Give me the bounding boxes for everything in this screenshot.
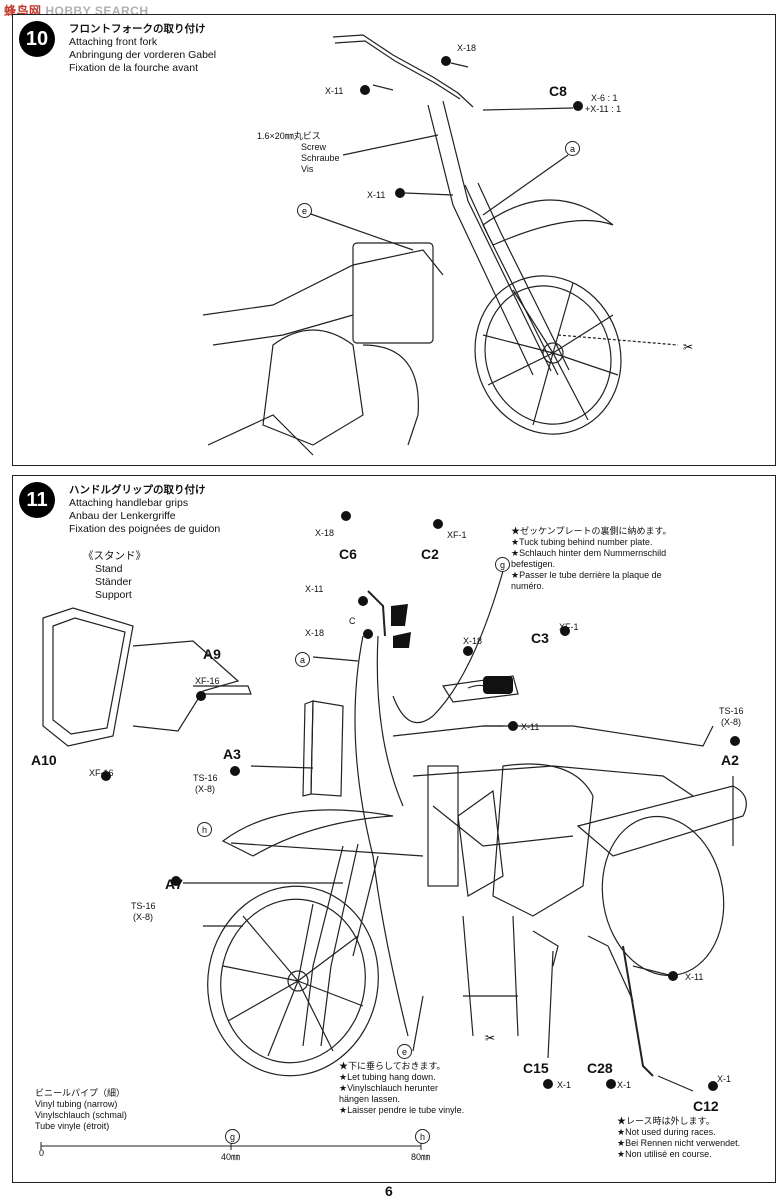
marker-g: g — [495, 557, 510, 572]
step-title: ハンドルグリップの取り付け Attaching handlebar grips … — [69, 484, 221, 535]
part-x8-label-2: (X-8) — [133, 912, 153, 922]
part-x11-label-2: X-11 — [367, 190, 386, 200]
tuck-tubing-note: ★ゼッケンプレートの裏側に納めます。 ★Tuck tubing behind n… — [511, 526, 672, 591]
part-x18-label: X-18 — [457, 43, 477, 53]
scale-marker-h: h — [415, 1129, 430, 1144]
part-a3-label: A3 — [223, 746, 241, 762]
step-10-panel: 10 フロントフォークの取り付け Attaching front fork An… — [12, 14, 776, 466]
part-c3-label: C3 — [531, 630, 549, 646]
part-x18-label-3: X-18 — [463, 636, 483, 646]
part-x11-label: X-11 — [305, 584, 324, 594]
part-a7-label: A7 — [165, 876, 183, 892]
part-c8-note-1: X-6 : 1 — [591, 93, 618, 103]
front-fork-drawing: ✂ — [202, 34, 693, 456]
hang-tubing-note: ★下に垂らしておきます。 ★Let tubing hang down. ★Vin… — [339, 1061, 465, 1115]
part-c8-note-2: +X-11 : 1 — [585, 104, 622, 114]
marker-h: h — [197, 822, 212, 837]
part-x11-label-3: X-11 — [685, 972, 704, 982]
part-c12-label: C12 — [693, 1098, 719, 1114]
stand-caption: 《スタンド》 Stand Ständer Support — [83, 550, 146, 601]
step-11-panel: 11 ハンドルグリップの取り付け Attaching handlebar gri… — [12, 475, 776, 1183]
part-x1-label: X-1 — [557, 1080, 572, 1090]
scale-h-length: 80㎜ — [411, 1152, 431, 1162]
part-c-label: C — [349, 616, 356, 626]
part-ts16-label-2: TS-16 — [131, 901, 156, 911]
vinyl-tubing-caption: ビニールパイプ（細） Vinyl tubing (narrow) Vinylsc… — [35, 1088, 127, 1131]
part-x1-label-3: X-1 — [717, 1074, 732, 1084]
scale-zero: 0 — [39, 1148, 45, 1158]
part-x11-label: X-11 — [325, 86, 344, 96]
part-x8-label: (X-8) — [195, 784, 215, 794]
marker-a: a — [565, 141, 580, 156]
race-note: ★レース時は外します。 ★Not used during races. ★Bei… — [617, 1116, 741, 1159]
marker-e: e — [297, 203, 312, 218]
svg-text:✂: ✂ — [683, 340, 693, 354]
svg-text:✂: ✂ — [485, 1031, 495, 1045]
page-number: 6 — [385, 1183, 393, 1199]
scale-g-length: 40㎜ — [221, 1152, 241, 1162]
part-xf1-label: XF-1 — [447, 530, 467, 540]
part-a10-label: A10 — [31, 752, 57, 768]
part-x18-label: X-18 — [315, 528, 335, 538]
part-c15-label: C15 — [523, 1060, 549, 1076]
marker-a: a — [295, 652, 310, 667]
part-c8-label: C8 — [549, 83, 567, 99]
part-x1-label-2: X-1 — [617, 1080, 632, 1090]
part-x11-label-2: X-11 — [521, 722, 540, 732]
step-number-badge: 11 — [19, 482, 55, 518]
part-x18-label-2: X-18 — [305, 628, 325, 638]
part-ts16-label: TS-16 — [193, 773, 218, 783]
part-c2-label: C2 — [421, 546, 439, 562]
part-x8-label-3: (X-8) — [721, 717, 741, 727]
handlebar-drawing: ✂ — [40, 511, 747, 1150]
part-xf1-label-2: XF-1 — [559, 622, 579, 632]
step-title: フロントフォークの取り付け Attaching front fork Anbri… — [69, 23, 217, 74]
step-number-badge: 10 — [19, 21, 55, 57]
scale-marker-g: g — [225, 1129, 240, 1144]
part-c6-label: C6 — [339, 546, 357, 562]
part-xf16-label-2: XF-16 — [89, 768, 114, 778]
part-c28-label: C28 — [587, 1060, 613, 1076]
marker-e: e — [397, 1044, 412, 1059]
part-ts16-label-3: TS-16 — [719, 706, 744, 716]
part-a9-label: A9 — [203, 646, 221, 662]
screw-label: 1.6×20㎜丸ビス Screw Schraube Vis — [257, 131, 340, 174]
part-a2-label: A2 — [721, 752, 739, 768]
part-xf16-label: XF-16 — [195, 676, 220, 686]
